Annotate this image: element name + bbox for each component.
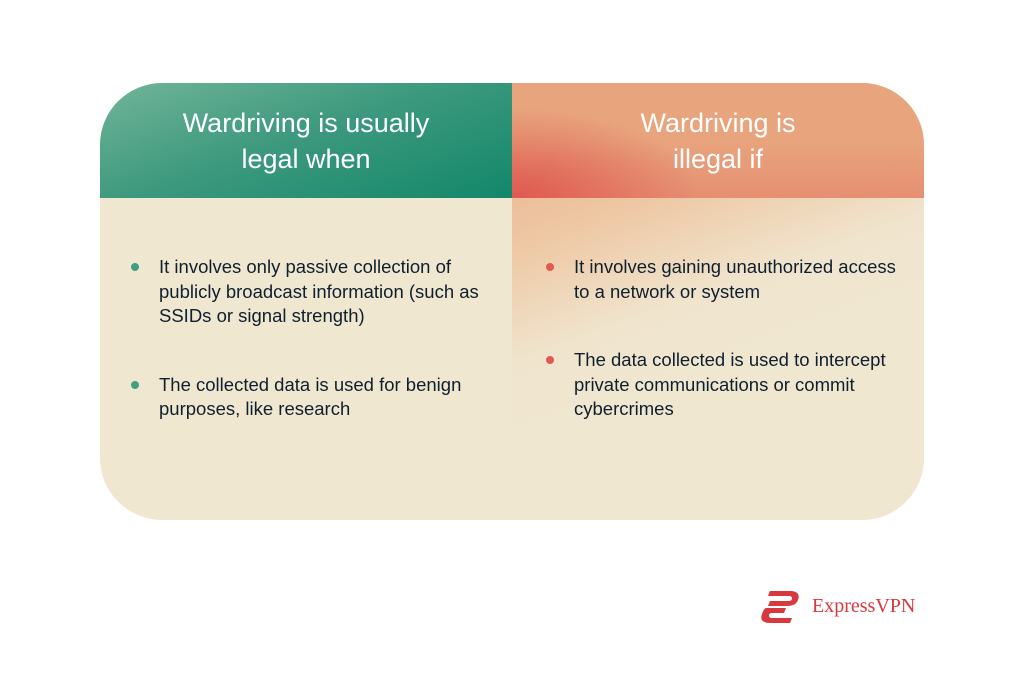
illegal-column: Wardriving is illegal if It involves gai…	[512, 83, 924, 520]
bullet-icon	[546, 356, 554, 364]
bullet-icon	[546, 263, 554, 271]
comparison-card: Wardriving is usually legal when It invo…	[100, 83, 924, 520]
expressvpn-logo-icon	[761, 591, 799, 623]
list-item: It involves gaining unauthorized access …	[546, 255, 914, 304]
illegal-list: It involves gaining unauthorized access …	[546, 255, 914, 466]
legal-header: Wardriving is usually legal when	[100, 83, 512, 198]
legal-title: Wardriving is usually legal when	[182, 107, 430, 174]
bullet-icon	[131, 263, 139, 271]
bullet-icon	[131, 380, 139, 389]
legal-list: It involves only passive collection of p…	[131, 255, 489, 466]
list-item: The collected data is used for benign pu…	[131, 373, 489, 422]
legal-column: Wardriving is usually legal when It invo…	[100, 83, 512, 520]
brand-name: ExpressVPN	[812, 594, 916, 617]
list-item: The data collected is used to intercept …	[546, 348, 914, 422]
illegal-title: Wardriving is illegal if	[640, 107, 796, 174]
brand-logo: ExpressVPN	[760, 589, 915, 623]
illegal-header: Wardriving is illegal if	[512, 83, 924, 198]
list-item: It involves only passive collection of p…	[131, 255, 489, 329]
